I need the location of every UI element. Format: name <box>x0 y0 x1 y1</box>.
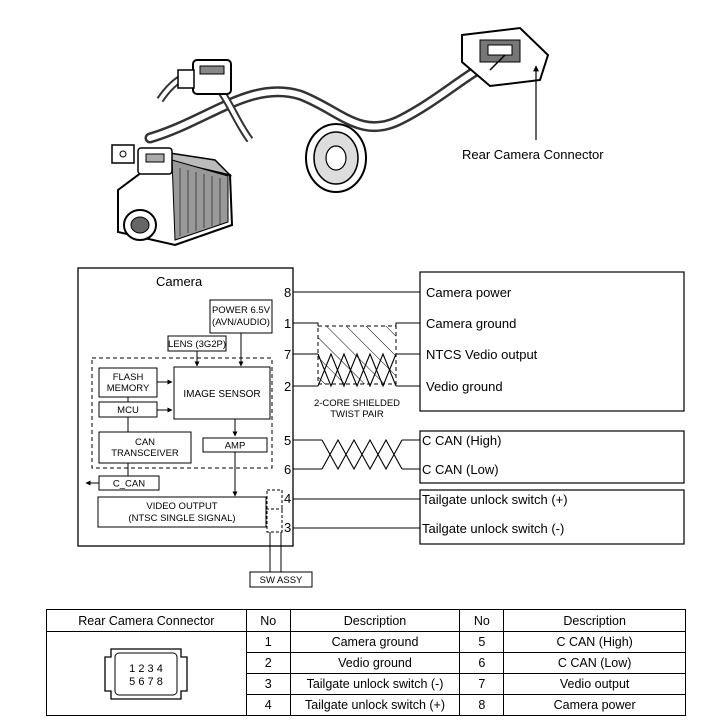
header-connector: Rear Camera Connector <box>46 609 247 632</box>
camera-module-dashed-group <box>91 357 273 469</box>
connector-callout-label: Rear Camera Connector <box>462 147 604 162</box>
pin-1: 1 <box>284 316 291 331</box>
switch-terminal-dashed <box>266 489 283 533</box>
table-row: 4 Tailgate unlock switch (+) 8 Camera po… <box>47 694 686 716</box>
pin-description: Tailgate unlock switch (-) <box>289 673 461 695</box>
label-camera-ground: Camera ground <box>426 316 516 331</box>
pin-no: 6 <box>459 652 505 674</box>
pin-3: 3 <box>284 520 291 535</box>
video-output-label-2: (NTSC SINGLE SIGNAL) <box>128 513 235 524</box>
label-tailgate-minus: Tailgate unlock switch (-) <box>422 521 564 536</box>
table-row: 2 Vedio ground 6 C CAN (Low) <box>47 652 686 674</box>
image-sensor-label: IMAGE SENSOR <box>183 389 260 400</box>
flash-memory-label-2: MEMORY <box>107 383 150 394</box>
header-description: Description <box>289 609 461 632</box>
pin-8: 8 <box>284 285 291 300</box>
connector-pinout-table: Rear Camera Connector No Description No … <box>46 609 686 716</box>
table-header-row: Rear Camera Connector No Description No … <box>46 609 686 632</box>
label-can-low: C CAN (Low) <box>422 462 499 477</box>
pin-description: Vedio output <box>503 673 686 695</box>
label-video-ground: Vedio ground <box>426 379 503 394</box>
connector-face-cell: 1 2 3 4 5 6 7 8 <box>46 631 247 716</box>
pin-7: 7 <box>284 347 291 362</box>
pin-5: 5 <box>284 433 291 448</box>
power-ground-video-box <box>419 271 685 412</box>
tailgate-switch-box <box>419 489 685 545</box>
label-ntcs-video-output: NTCS Vedio output <box>426 347 538 362</box>
label-can-high: C CAN (High) <box>422 433 501 448</box>
pin-2: 2 <box>284 379 291 394</box>
pin-no: 3 <box>245 673 291 695</box>
flash-memory-label: FLASH <box>113 372 144 383</box>
twisted-pair-video <box>317 352 397 388</box>
pin-no: 4 <box>245 694 291 716</box>
connector-pins-bottom: 5 6 7 8 <box>130 676 164 688</box>
header-no: No <box>245 609 291 632</box>
camera-box-title: Camera <box>156 274 203 289</box>
pin-description: Tailgate unlock switch (+) <box>289 694 461 716</box>
pin-no: 2 <box>245 652 291 674</box>
pin-description: C CAN (Low) <box>503 652 686 674</box>
connector-face-icon: 1 2 3 4 5 6 7 8 <box>97 643 195 705</box>
connector-pins-top: 1 2 3 4 <box>130 663 164 675</box>
pin-description: Camera ground <box>289 631 461 653</box>
pin-description: Vedio ground <box>289 652 461 674</box>
power-block-label: POWER 6.5V <box>212 305 271 316</box>
pin-no: 8 <box>459 694 505 716</box>
grommet <box>305 123 367 193</box>
pin-4: 4 <box>284 491 291 506</box>
pin-description: Camera power <box>503 694 686 716</box>
header-description-2: Description <box>503 609 686 632</box>
power-block-sublabel: (AVN/AUDIO) <box>212 317 270 328</box>
video-output-block <box>97 496 267 528</box>
lens-label: LENS (3G2P) <box>168 339 226 350</box>
header-no-2: No <box>459 609 505 632</box>
pin-6: 6 <box>284 462 291 477</box>
twisted-pair-can <box>321 438 403 471</box>
rear-camera-connector-illustration <box>461 26 550 88</box>
shield-note-2: TWIST PAIR <box>330 409 384 420</box>
pin-no: 5 <box>459 631 505 653</box>
table-row: 1 2 3 4 5 6 7 8 1 Camera ground 5 C CAN … <box>46 631 686 716</box>
can-box <box>419 430 685 484</box>
pin-description: C CAN (High) <box>503 631 686 653</box>
can-transceiver-block <box>98 431 192 464</box>
label-tailgate-plus: Tailgate unlock switch (+) <box>422 492 568 507</box>
sw-assy-block <box>249 571 313 588</box>
mcu-label: MCU <box>117 405 139 416</box>
inline-connector <box>177 59 232 95</box>
pin-no: 1 <box>245 631 291 653</box>
camera-body-illustration <box>111 144 234 247</box>
camera-box <box>77 267 294 547</box>
pin-no: 7 <box>459 673 505 695</box>
sw-assy-label: SW ASSY <box>260 575 303 586</box>
amp-label: AMP <box>225 441 246 452</box>
shield-note: 2-CORE SHIELDED <box>314 398 400 409</box>
image-sensor-block <box>173 366 271 420</box>
can-transceiver-label: CAN <box>135 437 155 448</box>
video-output-label: VIDEO OUTPUT <box>146 501 217 512</box>
camera-harness-illustration: Rear Camera Connector <box>111 26 604 247</box>
label-camera-power: Camera power <box>426 285 512 300</box>
c-can-label: C_CAN <box>113 479 145 490</box>
table-row: 3 Tailgate unlock switch (-) 7 Vedio out… <box>47 673 686 695</box>
wiring-diagram: Camera POWER 6.5V (AVN/AUDIO) LENS (3G2P… <box>77 267 685 588</box>
can-transceiver-label-2: TRANSCEIVER <box>111 448 179 459</box>
